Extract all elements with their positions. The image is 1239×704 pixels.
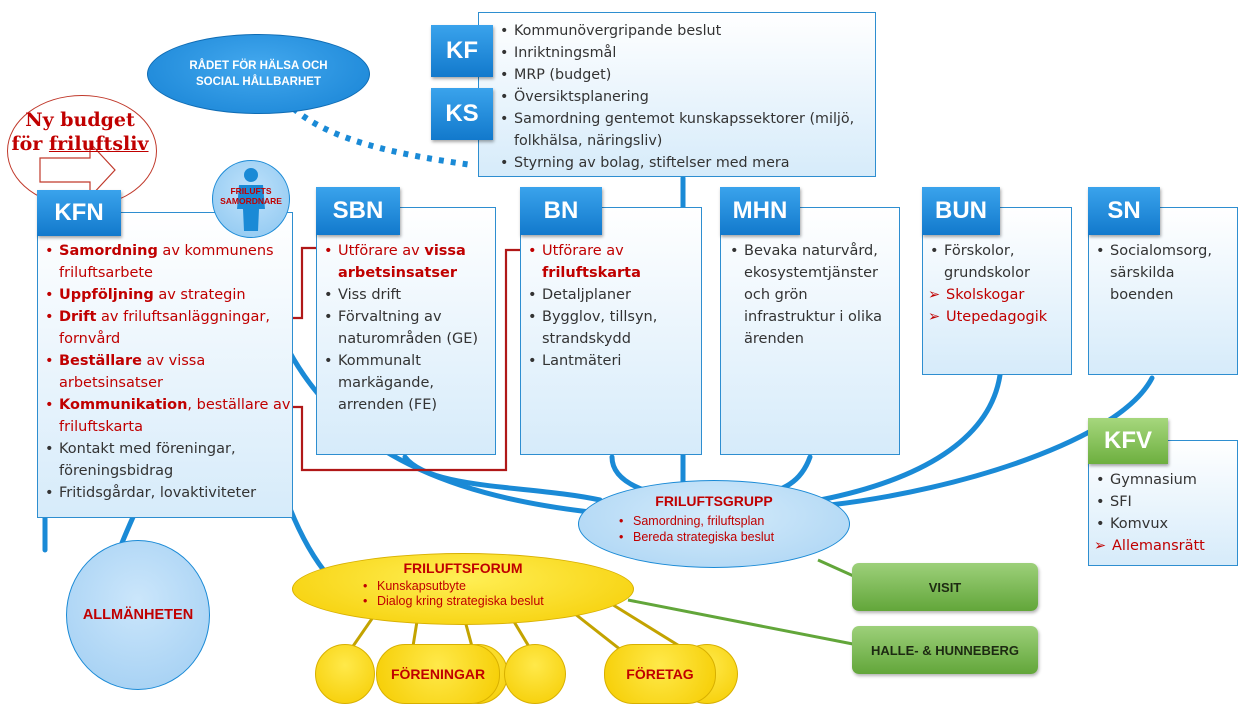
list-item: Lantmäteri [528, 350, 698, 372]
budget-line2: för friluftsliv [11, 133, 149, 155]
ks-header: KS [431, 88, 493, 140]
sbn-header: SBN [316, 187, 400, 235]
visit-label: VISIT [928, 579, 962, 595]
list-item: Kommunövergripande beslut [500, 20, 870, 42]
budget-line1: Ny budget [25, 109, 135, 131]
coordinator-circle: FRILUFTS SAMORDNARE [212, 160, 290, 238]
bun-header: BUN [922, 187, 1000, 235]
list-item: Inriktningsmål [500, 42, 870, 64]
list-item: Allemansrätt [1094, 535, 1236, 557]
halle-box: HALLE- & HUNNEBERG [852, 626, 1038, 674]
list-item: Förskolor, grundskolor [930, 240, 1068, 284]
list-item: Utepedagogik [928, 306, 1068, 328]
list-item: Kontakt med föreningar, föreningsbidrag [45, 438, 295, 482]
coordinator-text: FRILUFTS SAMORDNARE [220, 186, 282, 206]
list-item: Samordning, friluftsplan [619, 513, 774, 529]
friluftsgrupp-list: Samordning, friluftsplan Bereda strategi… [619, 513, 774, 545]
list-item: Fritidsgårdar, lovaktiviteter [45, 482, 295, 504]
mhn-list: Bevaka naturvård, ekosystemtjänster och … [730, 240, 895, 350]
list-item: Komvux [1096, 513, 1236, 535]
bun-list: Förskolor, grundskolor Skolskogar Uteped… [928, 240, 1068, 328]
visit-box: VISIT [852, 563, 1038, 611]
foreningar-label: FÖRENINGAR [390, 666, 486, 682]
list-item: Bygglov, tillsyn, strandskydd [528, 306, 698, 350]
line-bun-to-grupp [817, 372, 1003, 503]
kfv-header: KFV [1088, 418, 1168, 464]
kf-header: KF [431, 25, 493, 77]
top-box-list: Kommunövergripande beslut Inriktningsmål… [500, 20, 870, 174]
list-item: Kommunalt markägande, arrenden (FE) [324, 350, 494, 416]
kfv-list: Gymnasium SFI Komvux Allemansrätt [1094, 469, 1236, 557]
foretag-label: FÖRETAG [626, 666, 694, 682]
friluftsgrupp-title: FRILUFTSGRUPP [655, 493, 773, 509]
list-item: Gymnasium [1096, 469, 1236, 491]
bn-header: BN [520, 187, 602, 235]
sn-list: Socialomsorg, särskilda boenden [1096, 240, 1234, 306]
line-sbn-to-grupp [402, 454, 603, 503]
list-item: MRP (budget) [500, 64, 870, 86]
budget-text: Ny budget för friluftsliv [10, 108, 150, 156]
bn-list: Utförare av friluftskarta Detaljplaner B… [528, 240, 698, 372]
foreningar-circle: FÖRENINGAR [376, 644, 500, 704]
yellow-circle-1 [315, 644, 375, 704]
list-item: Utförare av friluftskarta [528, 240, 698, 284]
council-text: RÅDET FÖR HÄLSA OCH SOCIAL HÅLLBARHET [189, 60, 328, 88]
yellow-circle-4 [504, 644, 566, 704]
line-sn-to-grupp [827, 375, 1155, 508]
list-item: Kunskapsutbyte [363, 579, 544, 594]
friluftsforum-title: FRILUFTSFORUM [403, 560, 523, 576]
list-item: Styrning av bolag, stiftelser med mera [500, 152, 870, 174]
list-item: Socialomsorg, särskilda boenden [1096, 240, 1234, 306]
list-item: Bereda strategiska beslut [619, 529, 774, 545]
budget-underlined: friluftsliv [48, 133, 149, 155]
list-item: Skolskogar [928, 284, 1068, 306]
council-ellipse: RÅDET FÖR HÄLSA OCH SOCIAL HÅLLBARHET [147, 34, 370, 114]
red-komm-to-bn [282, 248, 522, 472]
list-item: Kommunikation, beställare av friluftskar… [45, 394, 295, 438]
mhn-header: MHN [720, 187, 800, 235]
list-item: SFI [1096, 491, 1236, 513]
friluftsforum-list: Kunskapsutbyte Dialog kring strategiska … [363, 579, 544, 609]
list-item: Utförare av vissa arbetsinsatser [324, 240, 494, 284]
list-item: Beställare av vissa arbetsinsatser [45, 350, 295, 394]
list-item: Samordning av kommunens friluftsarbete [45, 240, 295, 284]
list-item: Samordning gentemot kunskapssektorer (mi… [500, 108, 870, 152]
sbn-list: Utförare av vissa arbetsinsatser Viss dr… [324, 240, 494, 416]
kfn-header: KFN [37, 190, 121, 236]
friluftsgrupp-ellipse: FRILUFTSGRUPP Samordning, friluftsplan B… [578, 480, 850, 568]
allmanheten-circle: ALLMÄNHETEN [66, 540, 210, 690]
person-icon [237, 168, 265, 231]
list-item: Bevaka naturvård, ekosystemtjänster och … [730, 240, 895, 350]
sn-header: SN [1088, 187, 1160, 235]
foretag-circle: FÖRETAG [604, 644, 716, 704]
list-item: Detaljplaner [528, 284, 698, 306]
list-item: Drift av friluftsanläggningar, fornvård [45, 306, 295, 350]
list-item: Viss drift [324, 284, 494, 306]
list-item: Översiktsplanering [500, 86, 870, 108]
halle-label: HALLE- & HUNNEBERG [870, 642, 1020, 658]
list-item: Uppföljning av strategin [45, 284, 295, 306]
friluftsforum-ellipse: FRILUFTSFORUM Kunskapsutbyte Dialog krin… [292, 553, 634, 625]
kfn-list: Samordning av kommunens friluftsarbete U… [45, 240, 295, 504]
list-item: Förvaltning av naturområden (GE) [324, 306, 494, 350]
allmanheten-label: ALLMÄNHETEN [82, 607, 194, 623]
list-item: Dialog kring strategiska beslut [363, 594, 544, 609]
